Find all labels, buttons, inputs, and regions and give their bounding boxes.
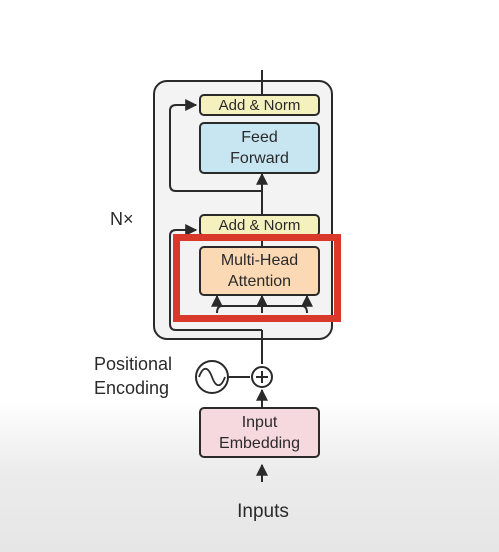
sine-wave-icon [195,360,229,394]
attention-highlight-box [173,234,341,322]
repeat-count-label: N× [110,209,134,229]
input-embedding-block: Input Embedding [199,407,320,458]
add-circle-icon [251,366,273,388]
positional-encoding-label: Positional Encoding [94,354,173,398]
add-norm-block-top: Add & Norm [199,94,320,116]
residual-arrow-bottom [169,224,262,331]
multi-head-attention-block: Multi-Head Attention [199,246,320,296]
feed-forward-block: Feed Forward [199,122,320,174]
residual-arrow-top [169,99,262,192]
add-norm-block-bottom: Add & Norm [199,214,320,237]
inputs-label: Inputs [237,501,289,522]
